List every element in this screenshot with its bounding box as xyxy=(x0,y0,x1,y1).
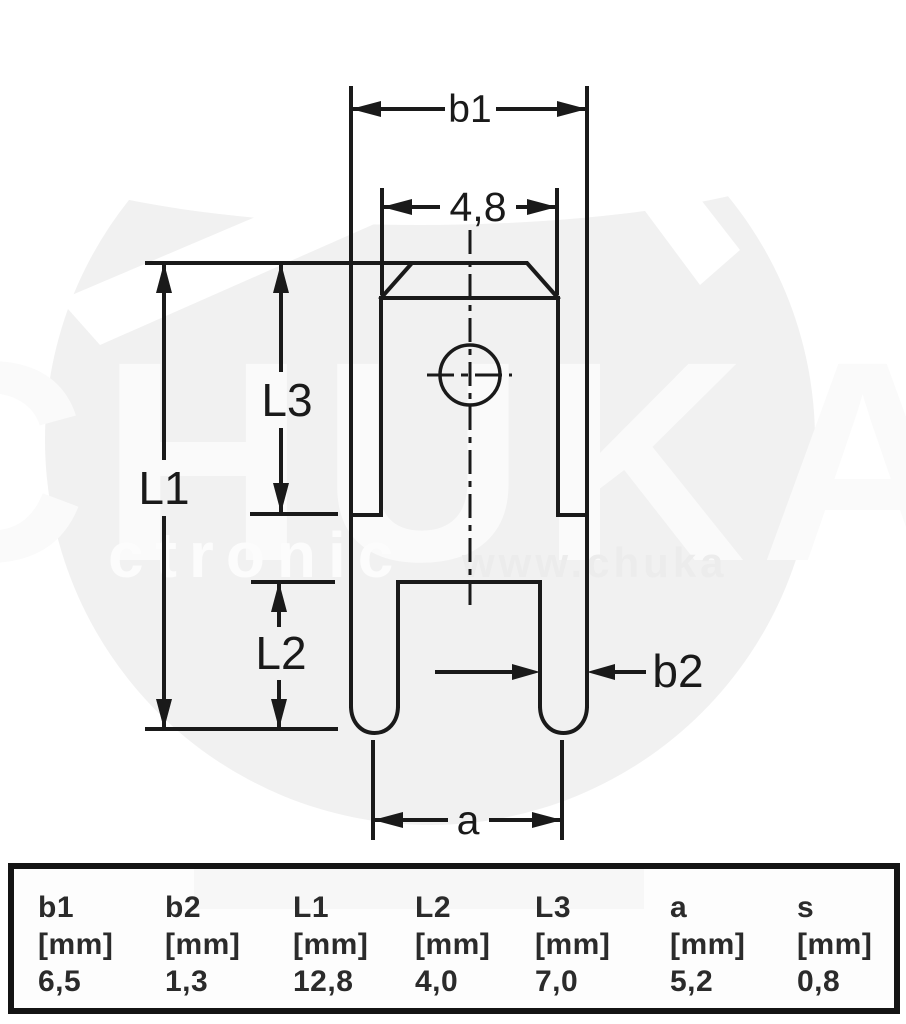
column-header: L2 xyxy=(415,891,452,924)
table-column-l3: L3 [mm] 7,0 xyxy=(535,889,670,1000)
arrowhead xyxy=(271,582,287,612)
watermark-swoosh xyxy=(0,35,850,225)
column-value: 4,0 xyxy=(415,965,459,998)
dim-label-l3: L3 xyxy=(261,374,312,426)
arrowhead xyxy=(512,664,540,680)
column-unit: [mm] xyxy=(535,928,611,961)
dim-label-l2: L2 xyxy=(255,627,306,679)
dimension-arrowheads xyxy=(156,101,615,828)
column-header: L1 xyxy=(293,891,330,924)
arrowhead xyxy=(156,699,172,729)
column-unit: [mm] xyxy=(38,928,114,961)
table-column-s: s [mm] 0,8 xyxy=(797,889,894,1000)
dim-label-l1: L1 xyxy=(138,462,189,514)
arrowhead xyxy=(587,664,615,680)
column-value: 7,0 xyxy=(535,965,579,998)
column-header: b2 xyxy=(165,891,202,924)
table-column-l1: L1 [mm] 12,8 xyxy=(293,889,415,1000)
arrowhead xyxy=(273,263,289,293)
column-unit: [mm] xyxy=(797,928,873,961)
table-column-a: a [mm] 5,2 xyxy=(670,889,797,1000)
dim-label-a: a xyxy=(457,797,480,843)
watermark-logo: CHUKA ctronic www.chuka xyxy=(0,35,906,825)
column-unit: [mm] xyxy=(165,928,241,961)
dimensions-table-grid: b1 [mm] 6,5 b2 [mm] 1,3 L1 [mm] 12,8 L2 … xyxy=(14,869,894,1000)
dimensions-table: b1 [mm] 6,5 b2 [mm] 1,3 L1 [mm] 12,8 L2 … xyxy=(8,863,900,1014)
table-column-l2: L2 [mm] 4,0 xyxy=(415,889,535,1000)
column-value: 5,2 xyxy=(670,965,714,998)
centerlines xyxy=(427,230,512,605)
watermark-url-text: www.chuka xyxy=(461,539,728,586)
arrowhead xyxy=(382,199,412,215)
right-leg-round-bottom xyxy=(537,703,590,736)
watermark-strip xyxy=(194,869,644,909)
column-unit: [mm] xyxy=(415,928,491,961)
dim-label-tab-width: 4,8 xyxy=(450,184,507,230)
arrowhead xyxy=(273,483,289,513)
arrowhead xyxy=(271,699,287,729)
left-leg-round-bottom xyxy=(348,703,401,736)
terminal-technical-drawing: CHUKA ctronic www.chuka xyxy=(0,35,906,843)
column-header: b1 xyxy=(38,891,75,924)
arrowhead xyxy=(373,812,403,828)
arrowhead xyxy=(527,199,557,215)
dim-label-b1: b1 xyxy=(448,88,491,131)
watermark-suffix-text: ctronic xyxy=(108,519,405,591)
dim-label-b2: b2 xyxy=(652,645,703,697)
column-value: 1,3 xyxy=(165,965,209,998)
column-value: 0,8 xyxy=(797,965,841,998)
column-value: 6,5 xyxy=(38,965,82,998)
column-unit: [mm] xyxy=(670,928,746,961)
column-header: a xyxy=(670,891,688,924)
table-column-b1: b1 [mm] 6,5 xyxy=(38,889,165,1000)
column-unit: [mm] xyxy=(293,928,369,961)
column-header: s xyxy=(797,891,815,924)
arrowhead xyxy=(156,263,172,293)
column-value: 12,8 xyxy=(293,965,354,998)
dimension-labels: b1 4,8 L1 L3 L2 b2 a xyxy=(138,88,703,843)
arrowhead xyxy=(351,101,381,117)
table-column-b2: b2 [mm] 1,3 xyxy=(165,889,293,1000)
arrowhead xyxy=(557,101,587,117)
arrowhead xyxy=(532,812,562,828)
watermark-brand-text: CHUKA xyxy=(0,303,906,621)
column-header: L3 xyxy=(535,891,572,924)
